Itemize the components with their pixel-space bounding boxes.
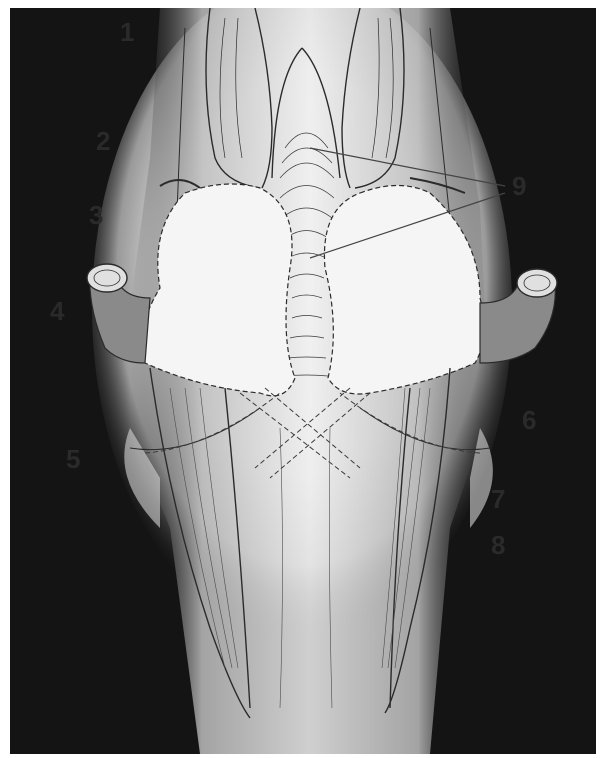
label-3: 3: [89, 200, 103, 230]
label-7: 7: [491, 484, 505, 514]
label-4: 4: [50, 296, 65, 326]
label-5: 5: [66, 444, 80, 474]
label-9: 9: [512, 171, 526, 201]
anatomical-figure: 1 2 3 4 5 6 7 8 9: [10, 8, 596, 754]
label-2: 2: [96, 126, 110, 156]
label-6: 6: [522, 405, 536, 435]
label-1: 1: [120, 17, 134, 47]
figure-svg: 1 2 3 4 5 6 7 8 9: [10, 8, 596, 754]
label-8: 8: [491, 530, 505, 560]
